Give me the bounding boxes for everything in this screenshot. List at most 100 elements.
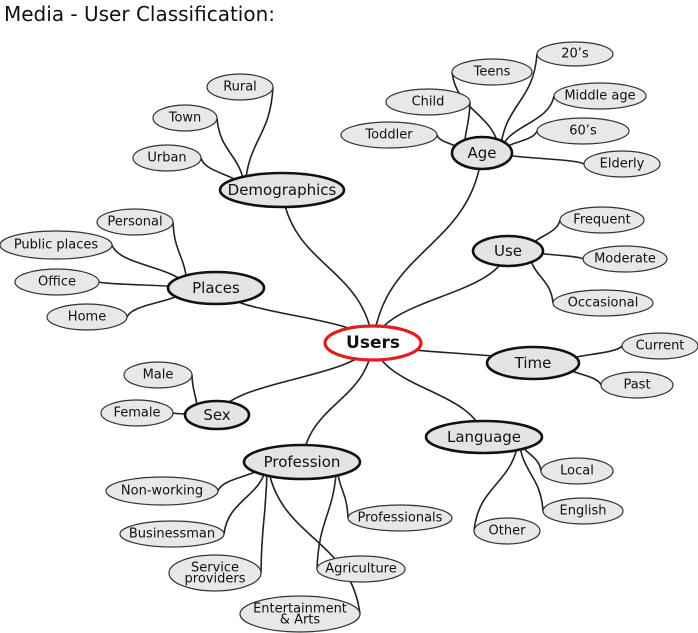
leaf-agriculture: Agriculture <box>316 555 406 583</box>
leaf-child-shape <box>385 88 471 116</box>
root-node: Users <box>323 324 423 362</box>
branch-profession-shape <box>242 443 362 481</box>
branch-places: Places <box>166 270 266 306</box>
leaf-personal-label: Personal <box>107 215 162 230</box>
leaf-past-shape <box>600 371 674 399</box>
leaf-past: Past <box>600 371 674 399</box>
leaf-60-s-shape <box>536 117 630 145</box>
leaf-male-shape <box>123 361 193 389</box>
leaf-teens: Teens <box>451 58 533 86</box>
leaf-other: Other <box>473 517 541 545</box>
leaf-moderate-label: Moderate <box>594 252 656 267</box>
leaf-local: Local <box>540 457 614 485</box>
leaf-female-label: Female <box>113 406 160 421</box>
leaf-professionals: Professionals <box>347 504 453 532</box>
branch-use-shape <box>471 234 545 268</box>
leaf-rural-shape <box>206 73 274 101</box>
leaf-town: Town <box>152 104 218 132</box>
leaf-teens-label: Teens <box>473 65 511 80</box>
branch-places-label: Places <box>192 279 240 297</box>
branch-use: Use <box>471 234 545 268</box>
leaf-rural-label: Rural <box>223 80 257 95</box>
leaf-frequent: Frequent <box>559 206 645 234</box>
leaf-middle-age: Middle age <box>553 82 647 110</box>
leaf-home-shape <box>46 303 128 331</box>
branch-places-shape <box>166 270 266 306</box>
leaf-non-working: Non-working <box>105 476 219 506</box>
leaf-professionals-shape <box>347 504 453 532</box>
leaf-non-working-shape <box>105 476 219 506</box>
leaf-female-shape <box>100 399 174 427</box>
leaf-male-label: Male <box>143 368 174 383</box>
leaf-public-places: Public places <box>0 230 113 260</box>
leaf-office-label: Office <box>38 275 76 290</box>
leaf-toddler: Toddler <box>340 121 438 149</box>
connector-line <box>499 53 538 154</box>
diagram-title: Media - User Classification: <box>4 2 276 26</box>
leaf-town-shape <box>152 104 218 132</box>
leaf-public-places-label: Public places <box>14 238 99 253</box>
leaf-rural: Rural <box>206 73 274 101</box>
leaf-agriculture-label: Agriculture <box>325 562 397 577</box>
branch-sex-label: Sex <box>203 406 230 424</box>
leaf-20-s-label: 20’s <box>561 47 589 62</box>
leaf-occasional-shape <box>552 289 654 317</box>
leaf-home-label: Home <box>68 310 106 325</box>
leaf-entertainment-arts-shape <box>239 595 361 633</box>
leaf-elderly-label: Elderly <box>600 157 645 172</box>
leaf-child-label: Child <box>412 95 445 110</box>
leaf-middle-age-label: Middle age <box>564 89 635 104</box>
leaf-office: Office <box>14 268 100 296</box>
branch-time-label: Time <box>514 354 552 372</box>
leaf-personal: Personal <box>96 208 174 236</box>
leaf-personal-shape <box>96 208 174 236</box>
connector-line <box>301 342 374 463</box>
leaf-local-label: Local <box>560 464 594 479</box>
leaf-toddler-label: Toddler <box>364 128 413 143</box>
branch-sex-shape <box>183 399 251 431</box>
leaf-local-shape <box>540 457 614 485</box>
leaf-frequent-shape <box>559 206 645 234</box>
leaf-20-s: 20’s <box>536 41 614 67</box>
leaf-past-label: Past <box>623 378 650 393</box>
nodes: RuralTownUrbanDemographicsTeens20’sChild… <box>0 41 698 633</box>
leaf-other-shape <box>473 517 541 545</box>
branch-time-shape <box>485 345 581 381</box>
branch-demographics-label: Demographics <box>228 181 337 199</box>
leaf-female: Female <box>100 399 174 427</box>
leaf-english-shape <box>542 497 624 525</box>
leaf-other-label: Other <box>489 524 527 539</box>
leaf-child: Child <box>385 88 471 116</box>
leaf-frequent-label: Frequent <box>573 213 630 228</box>
branch-profession: Profession <box>242 443 362 481</box>
branch-age-shape <box>450 135 514 171</box>
leaf-teens-shape <box>451 58 533 86</box>
connector-line <box>316 461 338 570</box>
leaf-businessman: Businessman <box>119 520 225 548</box>
leaf-town-label: Town <box>168 111 202 126</box>
leaf-elderly: Elderly <box>583 150 661 178</box>
leaf-middle-age-shape <box>553 82 647 110</box>
leaf-businessman-shape <box>119 520 225 548</box>
branch-language-label: Language <box>447 428 521 446</box>
branch-language-shape <box>424 419 544 455</box>
leaf-toddler-shape <box>340 121 438 149</box>
branch-language: Language <box>424 419 544 455</box>
leaf-60-s-label: 60’s <box>569 124 597 139</box>
leaf-entertainment-arts: Entertainment& Arts <box>239 595 361 633</box>
root-node-label: Users <box>346 333 400 353</box>
leaf-public-places-shape <box>0 230 113 260</box>
root-node-shape <box>323 324 423 362</box>
connector-line <box>266 461 361 615</box>
leaf-non-working-label: Non-working <box>121 484 203 499</box>
leaf-current-label: Current <box>636 339 685 354</box>
leaf-current-shape <box>621 332 698 360</box>
leaf-businessman-label: Businessman <box>129 527 215 542</box>
leaf-moderate-shape <box>582 245 668 273</box>
connector-line <box>281 189 374 344</box>
leaf-male: Male <box>123 361 193 389</box>
leaf-home: Home <box>46 303 128 331</box>
leaf-service-providers-shape <box>168 554 262 592</box>
leaf-urban-shape <box>132 144 202 172</box>
